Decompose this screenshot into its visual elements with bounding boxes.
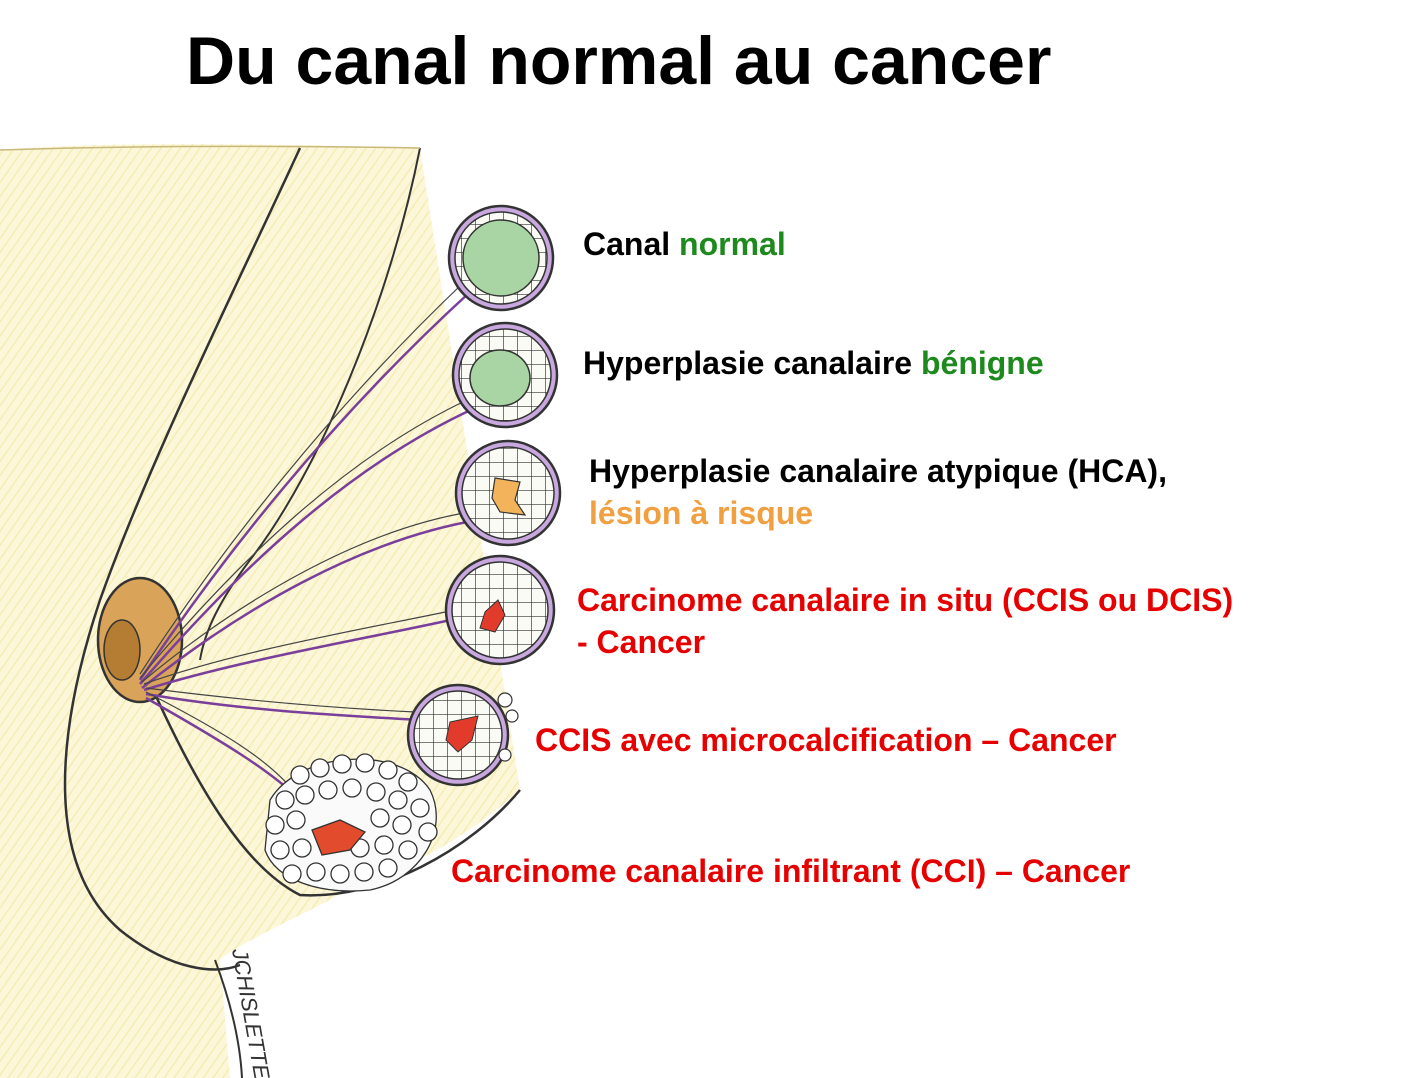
areola <box>96 576 184 704</box>
label-ccis-microcalcification: CCIS avec microcalcification – Cancer <box>535 722 1117 758</box>
artist-signature: JCHISLETTE <box>227 946 275 1078</box>
infiltrating-carcinoma-icon <box>264 753 438 892</box>
label-hyperplasie-benigne: Hyperplasie canalaire bénigne <box>583 345 1044 381</box>
normal-duct-icon <box>447 204 555 312</box>
page-title: Du canal normal au cancer <box>186 23 1052 99</box>
benign-hyperplasia-icon <box>451 321 559 429</box>
breast-outline <box>0 144 521 1078</box>
label-ccis: Carcinome canalaire in situ (CCIS ou DCI… <box>577 582 1234 660</box>
label-hca: Hyperplasie canalaire atypique (HCA), lé… <box>589 453 1167 531</box>
ducts <box>138 291 479 801</box>
ccis-microcalcification-icon <box>406 683 519 787</box>
label-canal-normal: Canal normal <box>583 226 786 262</box>
label-cci: Carcinome canalaire infiltrant (CCI) – C… <box>451 853 1131 889</box>
atypical-hyperplasia-icon <box>454 439 562 547</box>
ccis-duct-icon <box>444 554 556 666</box>
